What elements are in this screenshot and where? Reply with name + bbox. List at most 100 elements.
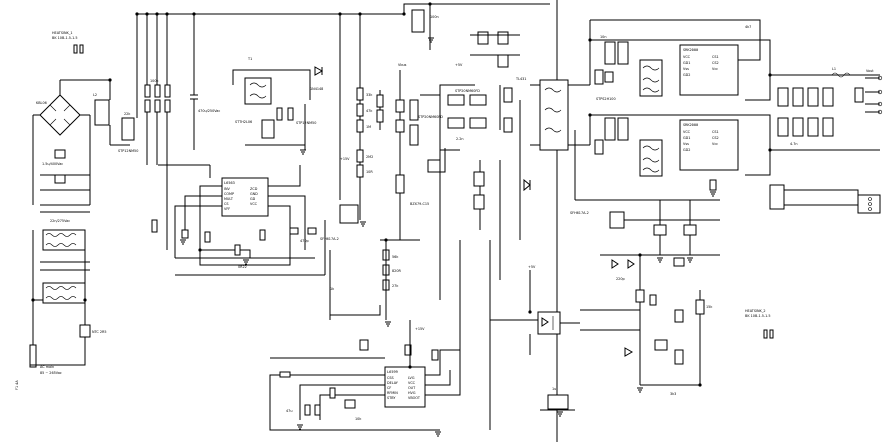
svg-text:CS1: CS1	[712, 55, 719, 59]
svg-text:BZX79-C15: BZX79-C15	[410, 202, 429, 206]
resonant-controller-ic: L6599 CSS DELAY CF RFMIN STBY LVG VCC OU…	[269, 240, 461, 431]
svg-text:VCC: VCC	[408, 381, 416, 385]
svg-text:LVG: LVG	[408, 376, 415, 380]
ground-symbols	[180, 37, 716, 437]
svg-text:HVG: HVG	[408, 391, 416, 395]
svg-text:+5V: +5V	[528, 265, 536, 269]
svg-text:GD2: GD2	[683, 73, 690, 77]
svg-text:INV: INV	[224, 187, 231, 191]
top-feedback: 100n +5V TL431	[411, 4, 526, 81]
pfc-section: L2 STP12NM50 470u/250Vac	[93, 14, 220, 250]
svg-text:CF: CF	[387, 386, 391, 390]
svg-text:SFH617A-2: SFH617A-2	[570, 211, 589, 215]
ntc-label: NTC 2R5	[92, 330, 107, 334]
sr-block-2: SRK2000 VCC GD1 Vss GD2 CS1 CS2 Vcc	[574, 114, 771, 201]
svg-text:L1: L1	[832, 67, 836, 71]
svg-text:STTH2L06: STTH2L06	[235, 120, 252, 124]
pfc-bulk-cap-label: 470u/250Vac	[198, 109, 220, 113]
svg-text:10R: 10R	[366, 170, 373, 174]
svg-text:470p: 470p	[300, 239, 309, 243]
svg-text:MULT: MULT	[224, 197, 234, 201]
startup-area: T1 1N4148 STP12NM50	[232, 57, 323, 150]
x-cap-label: 22n/275Vac	[50, 219, 70, 223]
svg-text:10n: 10n	[600, 35, 606, 39]
output-filter: L1 Vout	[769, 67, 883, 214]
svg-text:2M2: 2M2	[366, 155, 373, 159]
center-opto: +5V 1u	[490, 265, 580, 411]
output-label: Vout	[866, 69, 874, 73]
svg-text:1k: 1k	[330, 287, 334, 291]
svg-text:GD1: GD1	[683, 61, 690, 65]
svg-text:Vcc: Vcc	[712, 67, 718, 71]
heatsink-1-label-a: HEATSINK_1	[52, 31, 73, 35]
svg-text:TL431: TL431	[515, 77, 526, 81]
svg-text:3k3: 3k3	[670, 392, 676, 396]
mains-input-block: F1 4A AC main 85 ~ 265Vac NTC 2R5 22n/27…	[15, 79, 110, 390]
main-transformer	[530, 79, 590, 151]
svg-text:SRK2000: SRK2000	[683, 123, 698, 127]
main-ic-name: L6599	[387, 370, 398, 374]
pfc-controller-ic: L6563 INV COMP MULT CS VFF ZCD GND GD VC…	[151, 164, 326, 276]
heatsink-1: HEATSINK_1 BK 10B-1.5-1.5	[52, 31, 84, 54]
svg-text:CS2: CS2	[712, 136, 719, 140]
svg-text:+15V: +15V	[340, 157, 350, 161]
svg-text:27k: 27k	[392, 284, 398, 288]
svg-text:15k: 15k	[706, 305, 712, 309]
mains-label-1: AC main	[40, 365, 54, 369]
svg-text:10k: 10k	[355, 417, 361, 421]
svg-text:820R: 820R	[392, 269, 401, 273]
startup-mosfet-label: STP12NM50	[296, 121, 316, 125]
heatsink-2-label-a: HEATSINK_2	[745, 309, 766, 313]
divider-column: +15V SFH617A-2	[320, 14, 384, 241]
bulk-cap-label: 1.5u/400Vac	[42, 162, 63, 166]
svg-text:GD1: GD1	[683, 136, 690, 140]
svg-text:CS2: CS2	[712, 61, 719, 65]
bridge-label: KBL06	[36, 101, 47, 105]
junctions	[31, 2, 772, 387]
svg-text:STP20NM60FD: STP20NM60FD	[455, 89, 480, 93]
sr-block-1: SRK2000 VCC GD1 Vss GD2 CS1 CS2 Vcc 4k7 …	[589, 19, 771, 101]
svg-text:Vss: Vss	[683, 142, 689, 146]
svg-text:0R22: 0R22	[238, 265, 247, 269]
svg-text:STBY: STBY	[387, 396, 396, 400]
mains-connector-label: F1 4A	[15, 380, 19, 390]
svg-text:GD2: GD2	[683, 148, 690, 152]
svg-text:33k: 33k	[366, 93, 372, 97]
svg-text:VBOOT: VBOOT	[408, 396, 421, 400]
svg-text:CS1: CS1	[712, 130, 719, 134]
transformer-aux-label: T1	[247, 57, 252, 61]
svg-text:47k: 47k	[366, 109, 372, 113]
mains-label-2: 85 ~ 265Vac	[40, 371, 62, 375]
svg-text:GD: GD	[250, 197, 256, 201]
heatsink-1-label-b: BK 10B-1.5-1.5	[52, 36, 78, 40]
svg-text:VCC: VCC	[683, 130, 691, 134]
svg-text:100k: 100k	[150, 79, 158, 83]
svg-text:CS: CS	[224, 202, 229, 206]
svg-text:2.2n: 2.2n	[456, 137, 464, 141]
top-rail	[136, 3, 550, 15]
svg-text:4.7n: 4.7n	[790, 142, 798, 146]
svg-text:GND: GND	[250, 192, 258, 196]
svg-text:220p: 220p	[616, 277, 625, 281]
svg-text:1u: 1u	[552, 387, 556, 391]
svg-text:4k7: 4k7	[745, 25, 751, 29]
hb-mosfet-hi: STP20NM60FD	[418, 115, 443, 119]
svg-text:DELAY: DELAY	[387, 381, 399, 385]
svg-text:VCC: VCC	[683, 55, 691, 59]
svg-text:+15V: +15V	[415, 327, 425, 331]
opto-label-pfc: SFH617A-2	[320, 237, 339, 241]
svg-text:COMP: COMP	[224, 192, 234, 196]
svg-text:L2: L2	[93, 93, 97, 97]
svg-text:1M: 1M	[366, 125, 371, 129]
resonant-tank: STP20NM60FD BZX79-C15	[410, 84, 531, 240]
aux-diode-label: 1N4148	[310, 87, 323, 91]
output-choke	[831, 72, 851, 78]
svg-text:+5V: +5V	[455, 63, 463, 67]
svg-text:STPS2H100: STPS2H100	[596, 97, 616, 101]
svg-text:56k: 56k	[392, 255, 398, 259]
secondary-feedback: SFH617A-2 HEATSINK_2 BK 10B-1.5-1.5 3k3	[570, 200, 774, 396]
svg-text:Vbus: Vbus	[398, 63, 407, 67]
half-bridge: Vbus STP20NM60FD 1k	[329, 63, 443, 320]
